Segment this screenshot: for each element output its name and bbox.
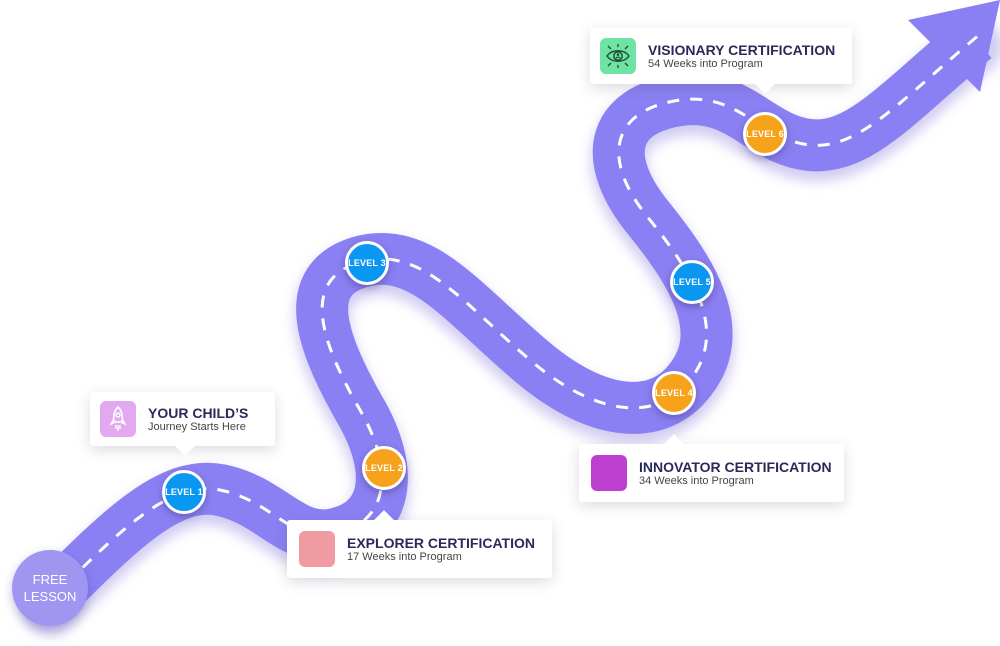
level-1-badge[interactable]: LEVEL 1 bbox=[162, 470, 206, 514]
level-4-badge[interactable]: LEVEL 4 bbox=[652, 371, 696, 415]
rocket-icon bbox=[100, 401, 136, 437]
innovator-certification-card[interactable]: INNOVATOR CERTIFICATION 34 Weeks into Pr… bbox=[579, 434, 844, 502]
explorer-title: EXPLORER CERTIFICATION bbox=[347, 534, 535, 551]
level-5-badge[interactable]: LEVEL 5 bbox=[670, 260, 714, 304]
visionary-certification-card[interactable]: VISIONARY CERTIFICATION 54 Weeks into Pr… bbox=[590, 28, 852, 94]
road bbox=[31, 17, 992, 619]
free-lesson-line2: LESSON bbox=[23, 589, 77, 604]
explorer-certification-card[interactable]: EXPLORER CERTIFICATION 17 Weeks into Pro… bbox=[287, 510, 552, 578]
innovator-title: INNOVATOR CERTIFICATION bbox=[639, 458, 832, 475]
free-lesson-line1: FREE bbox=[32, 572, 68, 587]
certificate-icon bbox=[591, 455, 627, 491]
level-3-badge[interactable]: LEVEL 3 bbox=[345, 241, 389, 285]
free-lesson-start[interactable]: FREE LESSON bbox=[12, 550, 88, 626]
road-arrow-head bbox=[908, 0, 1000, 92]
vision-eye-icon bbox=[600, 38, 636, 74]
visionary-subtitle: 54 Weeks into Program bbox=[648, 57, 763, 70]
journey-start-title: YOUR CHILD’S bbox=[148, 404, 249, 421]
level-2-badge[interactable]: LEVEL 2 bbox=[362, 446, 406, 490]
journey-start-card: YOUR CHILD’S Journey Starts Here bbox=[90, 392, 275, 456]
visionary-title: VISIONARY CERTIFICATION bbox=[648, 41, 836, 58]
certificate-icon bbox=[299, 531, 335, 567]
journey-start-subtitle: Journey Starts Here bbox=[148, 420, 246, 433]
explorer-subtitle: 17 Weeks into Program bbox=[347, 550, 462, 563]
level-6-badge[interactable]: LEVEL 6 bbox=[743, 112, 787, 156]
innovator-subtitle: 34 Weeks into Program bbox=[639, 474, 754, 487]
